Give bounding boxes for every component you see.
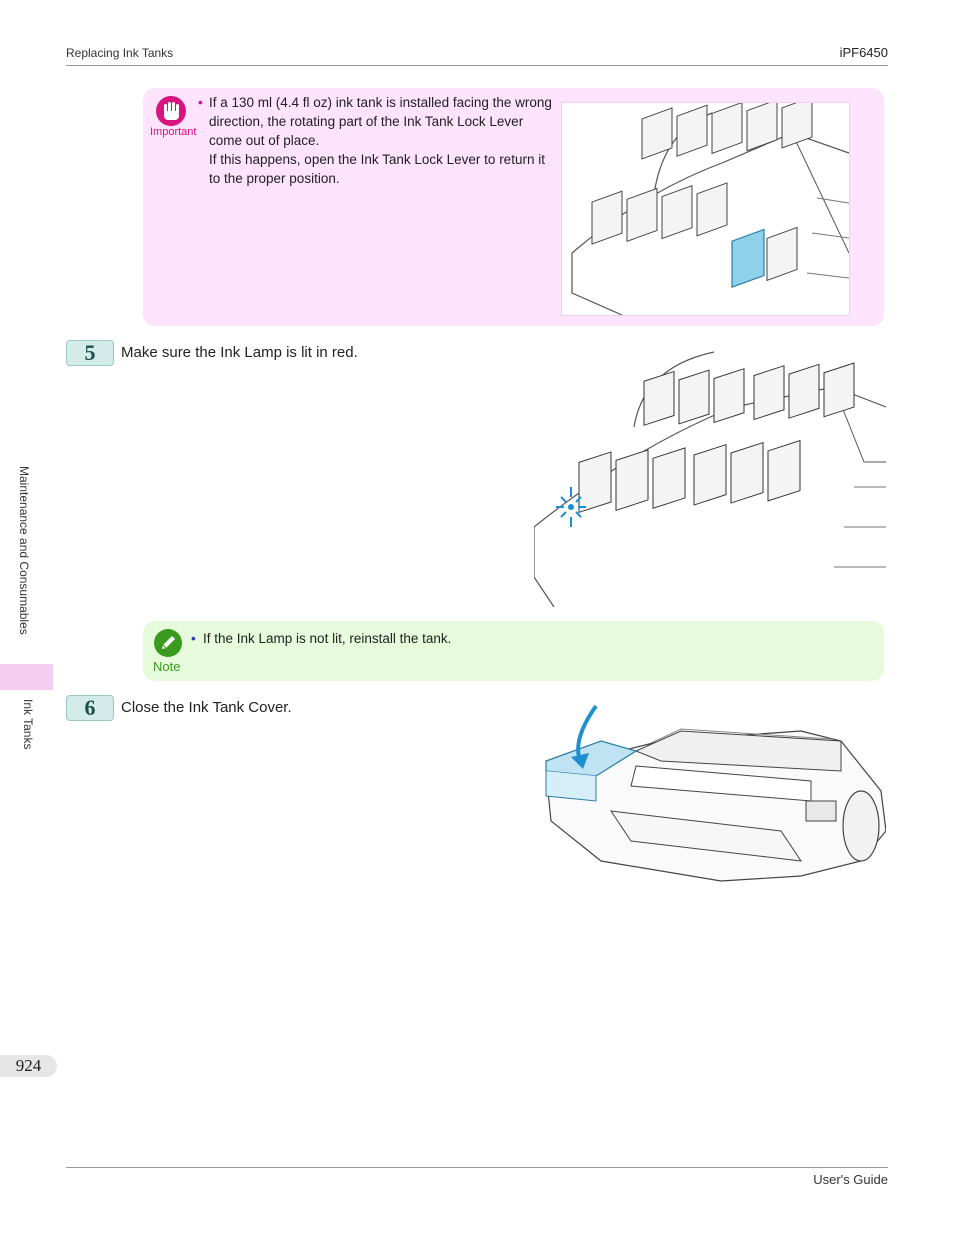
side-tab-chapter: Maintenance and Consumables: [17, 466, 31, 635]
pencil-icon: [154, 629, 182, 657]
important-text-line2: If this happens, open the Ink Tank Lock …: [209, 152, 545, 186]
header-model-name: iPF6450: [839, 45, 888, 60]
important-text: • If a 130 ml (4.4 fl oz) ink tank is in…: [198, 93, 553, 188]
step-5-text: Make sure the Ink Lamp is lit in red.: [121, 344, 358, 361]
note-label: Note: [153, 659, 181, 674]
step-number-6: 6: [66, 695, 114, 721]
bullet-icon: •: [198, 95, 203, 110]
note-text: • If the Ink Lamp is not lit, reinstall t…: [191, 631, 451, 646]
header-divider: [66, 65, 888, 66]
hand-stop-icon: [156, 96, 186, 126]
footer-divider: [66, 1167, 888, 1168]
header-section-title: Replacing Ink Tanks: [66, 46, 174, 60]
side-tab-section: Ink Tanks: [21, 699, 35, 750]
footer-guide-title: User's Guide: [813, 1172, 888, 1187]
close-ink-tank-cover-illustration: [545, 704, 886, 882]
important-label: Important: [150, 126, 197, 138]
note-callout: [143, 621, 884, 681]
step-6-text: Close the Ink Tank Cover.: [121, 699, 292, 716]
side-tab-highlight: [0, 664, 53, 690]
ink-lamp-illustration: [534, 351, 886, 607]
bullet-icon: •: [191, 631, 196, 646]
step-number-5: 5: [66, 340, 114, 366]
page-number: 924: [0, 1055, 57, 1077]
ink-tank-lock-lever-illustration: [561, 102, 850, 316]
note-text-body: If the Ink Lamp is not lit, reinstall th…: [203, 631, 452, 646]
important-text-line1: If a 130 ml (4.4 fl oz) ink tank is inst…: [209, 95, 552, 148]
